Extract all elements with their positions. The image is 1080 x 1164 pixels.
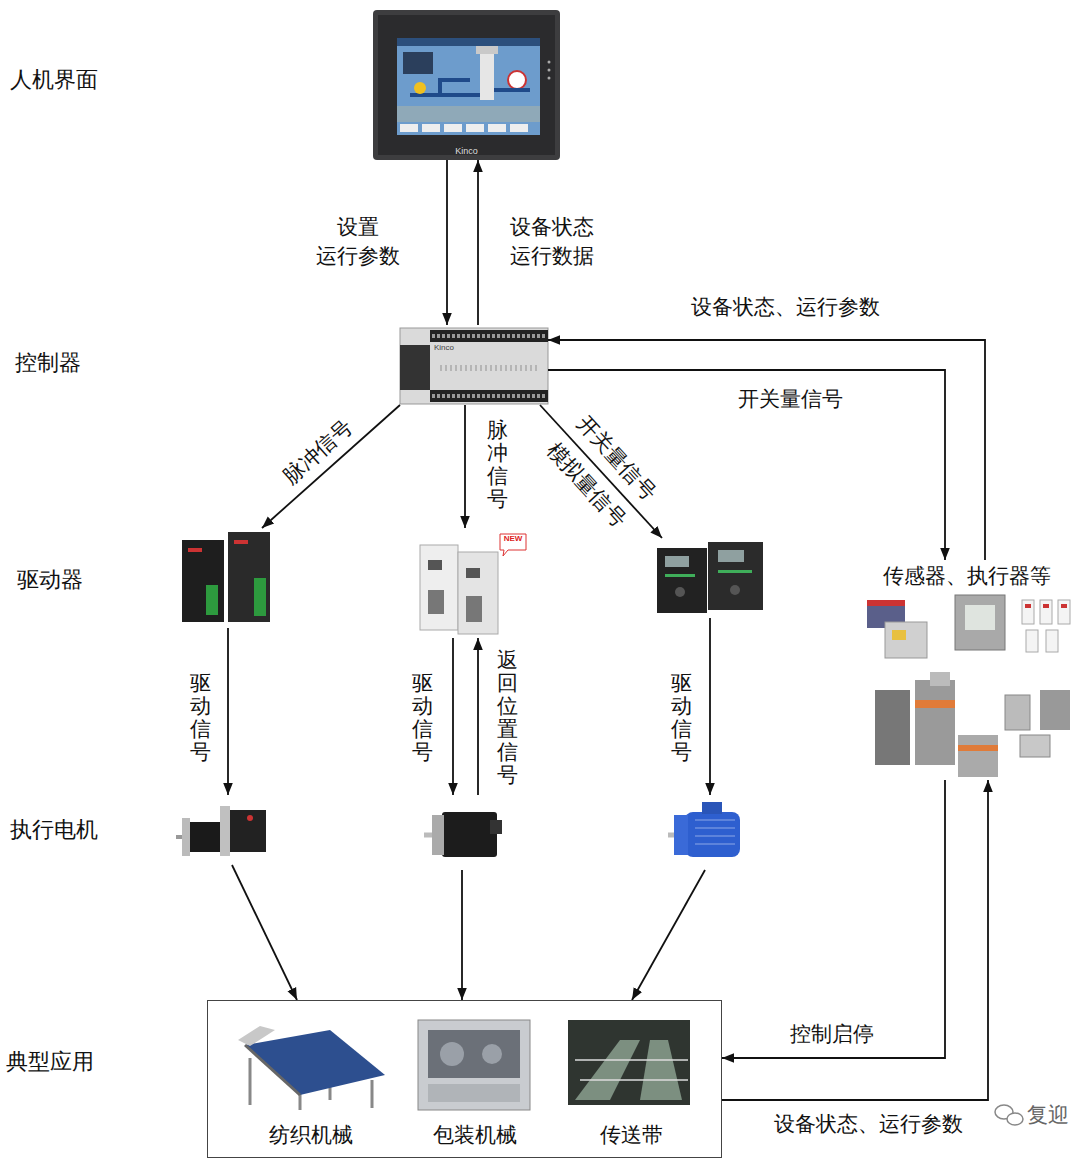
- wechat-icon: [995, 1105, 1023, 1125]
- edge-label: 驱动信号: [412, 672, 433, 764]
- edge-label: 控制启停: [788, 1022, 876, 1047]
- connector-arrow: [464, 405, 466, 528]
- node-text: Kinco: [434, 343, 454, 352]
- stepper-driver-picture: [182, 532, 270, 622]
- connector-arrow: [548, 370, 945, 560]
- hmi-panel: Kinco: [373, 10, 560, 160]
- sensor-actuator-pictures: [867, 595, 1070, 777]
- plc-controller: Kinco: [400, 325, 548, 405]
- edge-label: 设备状态 运行数据: [502, 213, 603, 272]
- ac-motor-picture: [668, 802, 740, 857]
- row-label: 典型应用: [4, 1049, 96, 1075]
- row-label: 控制器: [13, 350, 83, 376]
- sensor-group: 传感器、执行器等: [855, 560, 1078, 780]
- edge-label: 设置 运行参数: [308, 213, 409, 272]
- node-text: 传感器、执行器等: [855, 562, 1078, 590]
- conveyor-picture: [568, 1020, 690, 1105]
- connector-arrow: [477, 160, 479, 325]
- connector-arrow: [461, 870, 463, 1000]
- connector-arrow: [452, 638, 454, 795]
- packaging-machine-picture: [418, 1020, 530, 1110]
- plc-picture: [400, 328, 548, 404]
- connector-arrow: [232, 865, 297, 1000]
- connector-arrow: [722, 780, 988, 1100]
- connector-arrow: [540, 405, 662, 538]
- edge-label: 开关量信号: [736, 387, 845, 412]
- inverter-driver: [653, 538, 772, 618]
- connector-arrow: [632, 870, 705, 1000]
- servo-motor-picture: [424, 812, 502, 857]
- application-item: 包装机械: [409, 1013, 541, 1153]
- connector-arrow: [446, 160, 448, 325]
- edge-label: 驱动信号: [190, 672, 211, 764]
- edge-label: 设备状态、运行参数: [689, 295, 882, 320]
- connector-arrow: [227, 628, 229, 795]
- watermark: 复迎: [1025, 1103, 1071, 1128]
- node-text: 纺织机械: [229, 1121, 393, 1149]
- connector-arrow: [709, 618, 711, 795]
- node-text: 包装机械: [409, 1121, 541, 1149]
- connector-arrow: [477, 638, 479, 795]
- inverter-picture: [657, 542, 763, 613]
- connector-arrow: [262, 405, 400, 528]
- edge-label: 返回位置信号: [497, 649, 518, 788]
- application-item: 传送带: [561, 1013, 701, 1153]
- textile-machine-picture: [238, 1026, 385, 1110]
- node-text: Kinco: [373, 146, 560, 156]
- application-item: 纺织机械: [229, 1013, 393, 1153]
- stepper-driver: [178, 528, 274, 628]
- edge-label: 驱动信号: [671, 672, 692, 764]
- servo-driver-picture: [420, 534, 526, 634]
- hmi-picture: [373, 10, 560, 160]
- row-label: 驱动器: [15, 567, 85, 593]
- row-label: 人机界面: [8, 67, 100, 93]
- edge-label: 脉冲信号: [487, 419, 508, 511]
- edge-label: 设备状态、运行参数: [772, 1112, 965, 1137]
- connector-arrow: [722, 780, 945, 1058]
- stepper-motor: [178, 795, 268, 865]
- ac-motor: [668, 795, 752, 870]
- servo-motor: [428, 795, 508, 870]
- application-box: 纺织机械包装机械传送带: [207, 1000, 722, 1158]
- stepper-motor-picture: [176, 806, 266, 856]
- node-text: NEW: [500, 534, 526, 543]
- row-label: 执行电机: [8, 817, 100, 843]
- servo-driver: NEW: [416, 528, 528, 638]
- node-text: 传送带: [561, 1121, 701, 1149]
